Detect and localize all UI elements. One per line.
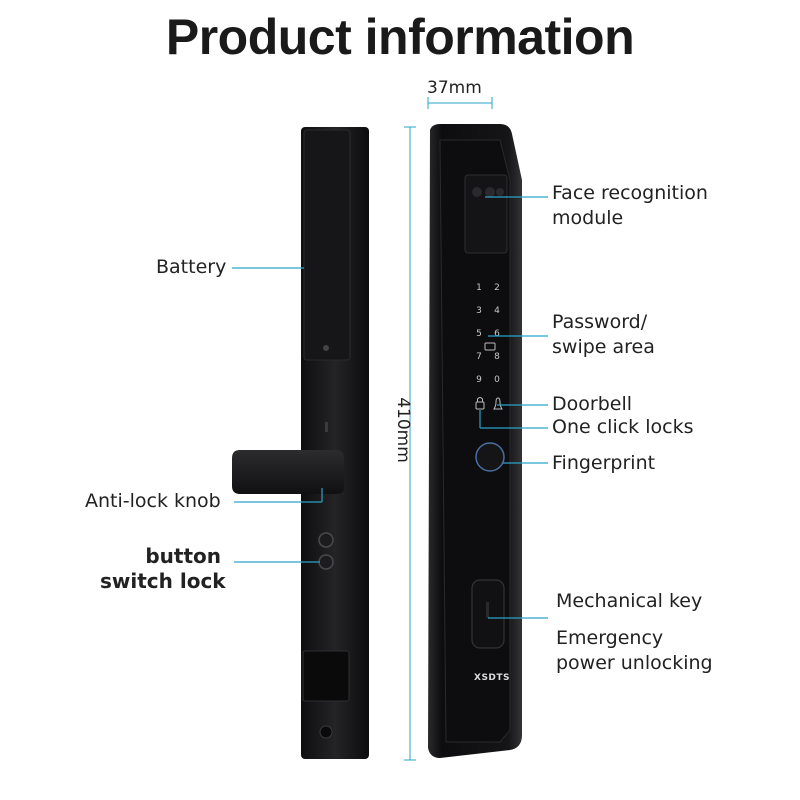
page-title: Product information (165, 9, 635, 65)
fingerprint-label: Fingerprint (552, 452, 656, 474)
button-label: button (145, 544, 221, 568)
face-recognition-label: Face recognition (552, 182, 708, 204)
doorbell-label: Doorbell (552, 393, 632, 415)
outer-lock-body (428, 124, 522, 758)
battery-label: Battery (156, 256, 227, 278)
keypad-digit-1: 1 (476, 283, 482, 293)
keypad-digit-3: 3 (476, 306, 482, 316)
keypad: 1 2 3 4 5 6 7 8 9 0 (476, 283, 500, 385)
width-dimension-line (427, 97, 493, 109)
mechanical-key-cover (471, 579, 505, 649)
width-label: 37mm (427, 78, 482, 98)
keypad-digit-5: 5 (476, 329, 482, 339)
anti-lock-knob-label: Anti-lock knob (85, 490, 221, 512)
emergency-label: Emergency (556, 627, 664, 649)
keypad-digit-8: 8 (494, 352, 500, 362)
leader-lines-right (479, 196, 548, 619)
height-dimension-line (404, 126, 416, 761)
one-click-locks-label: One click locks (552, 416, 694, 438)
keypad-digit-9: 9 (476, 375, 482, 385)
mechanical-key-label: Mechanical key (556, 590, 703, 612)
swipe-card-icon (484, 342, 496, 351)
password-label: Password/ (552, 311, 648, 333)
module-label: module (552, 207, 624, 229)
brand-logo-text: XSDTS (474, 673, 511, 683)
swipe-area-label: swipe area (552, 336, 655, 358)
keypad-digit-6: 6 (494, 329, 500, 339)
power-unlocking-label: power unlocking (556, 652, 713, 674)
keypad-digit-2: 2 (494, 283, 500, 293)
keypad-digit-4: 4 (494, 306, 500, 316)
inner-lock-body (232, 127, 369, 759)
fingerprint-sensor (475, 442, 505, 472)
switch-lock-label: switch lock (100, 569, 226, 593)
height-label: 410mm (392, 397, 413, 463)
leader-lines-left (232, 267, 323, 563)
keypad-digit-7: 7 (476, 352, 482, 362)
keypad-digit-0: 0 (494, 375, 500, 385)
one-click-lock-icon (475, 397, 485, 410)
